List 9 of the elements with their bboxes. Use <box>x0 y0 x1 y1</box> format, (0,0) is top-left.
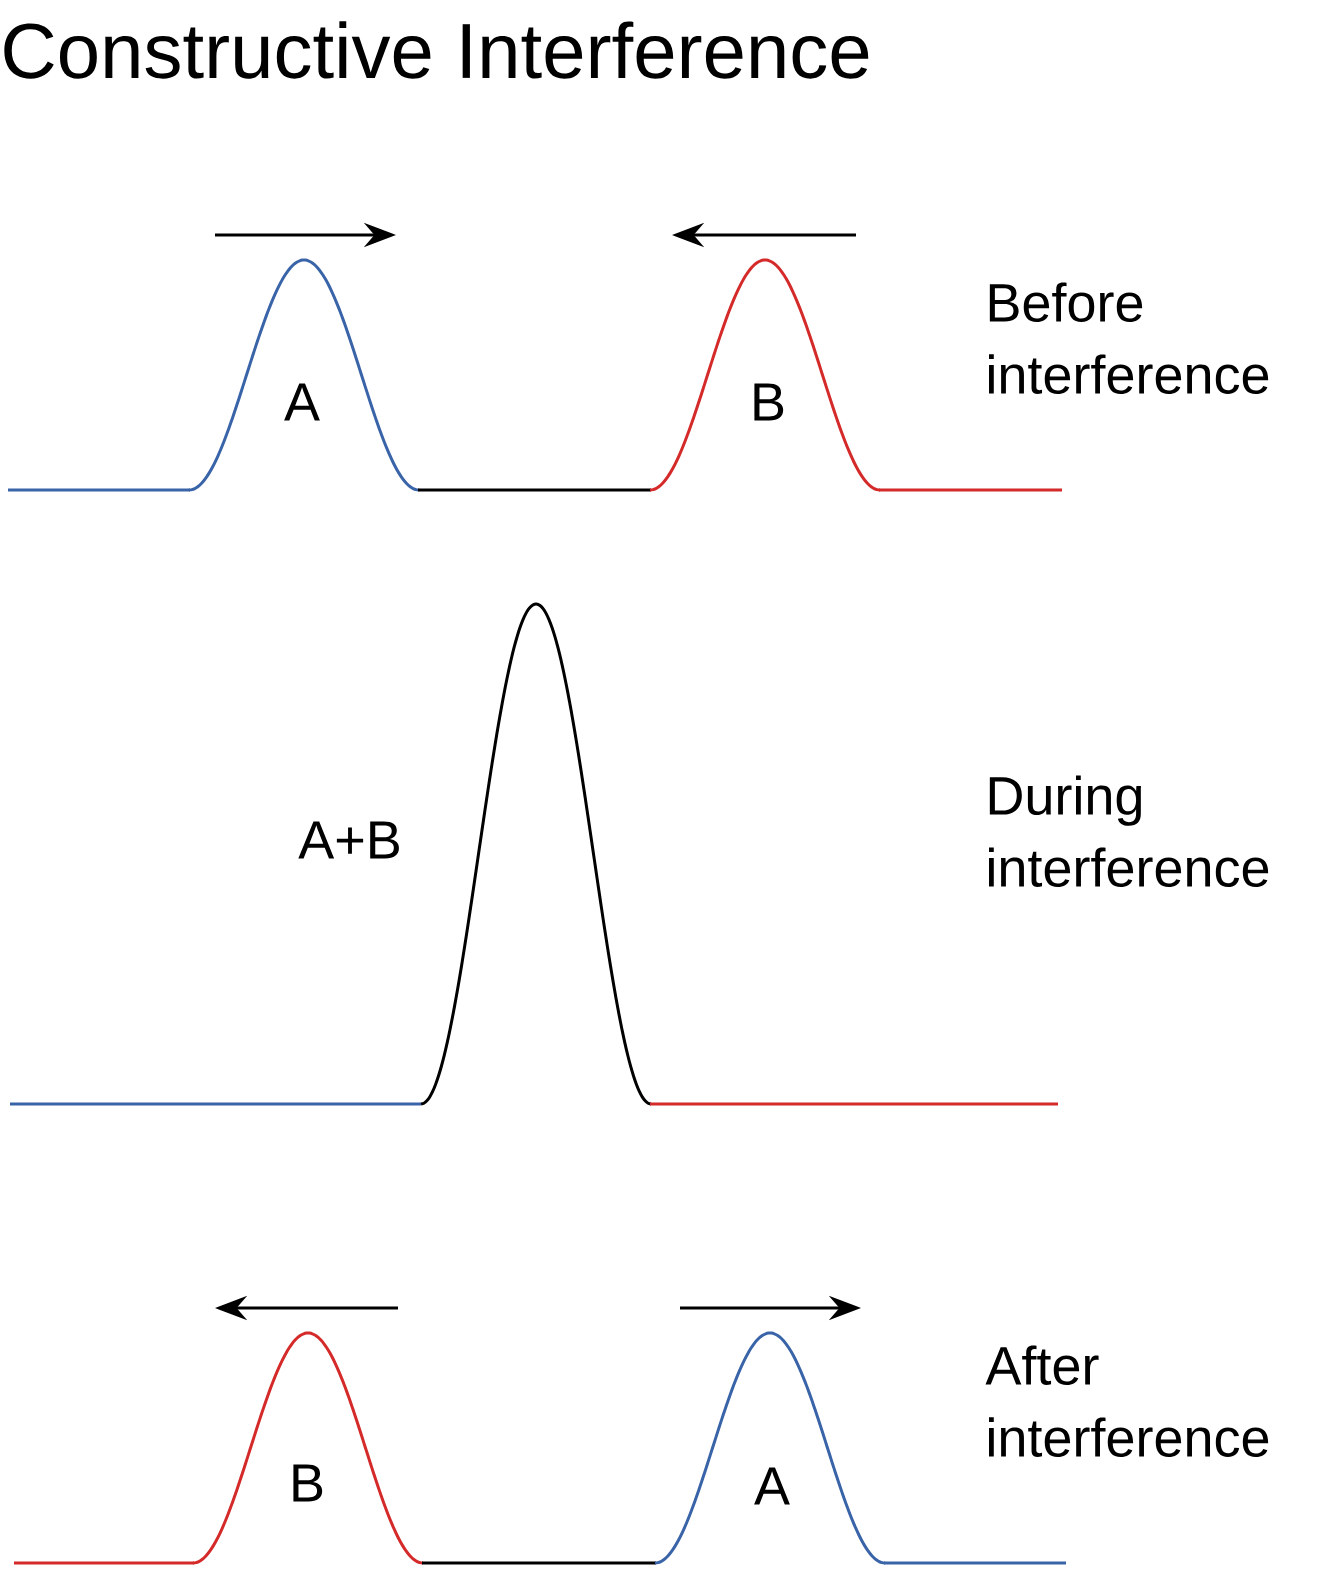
pulse-label: A <box>284 383 320 421</box>
stage-label: Before interference <box>989 282 1269 394</box>
pulse-label: A <box>754 1467 790 1505</box>
stage-label: After interference <box>985 1345 1269 1458</box>
pulse-label: B <box>293 1464 323 1502</box>
pulse-label: A+B <box>298 821 399 859</box>
title: Constructive Interference <box>4 21 869 79</box>
pulse-label: B <box>754 383 784 421</box>
stage-label: During interference <box>989 775 1269 888</box>
